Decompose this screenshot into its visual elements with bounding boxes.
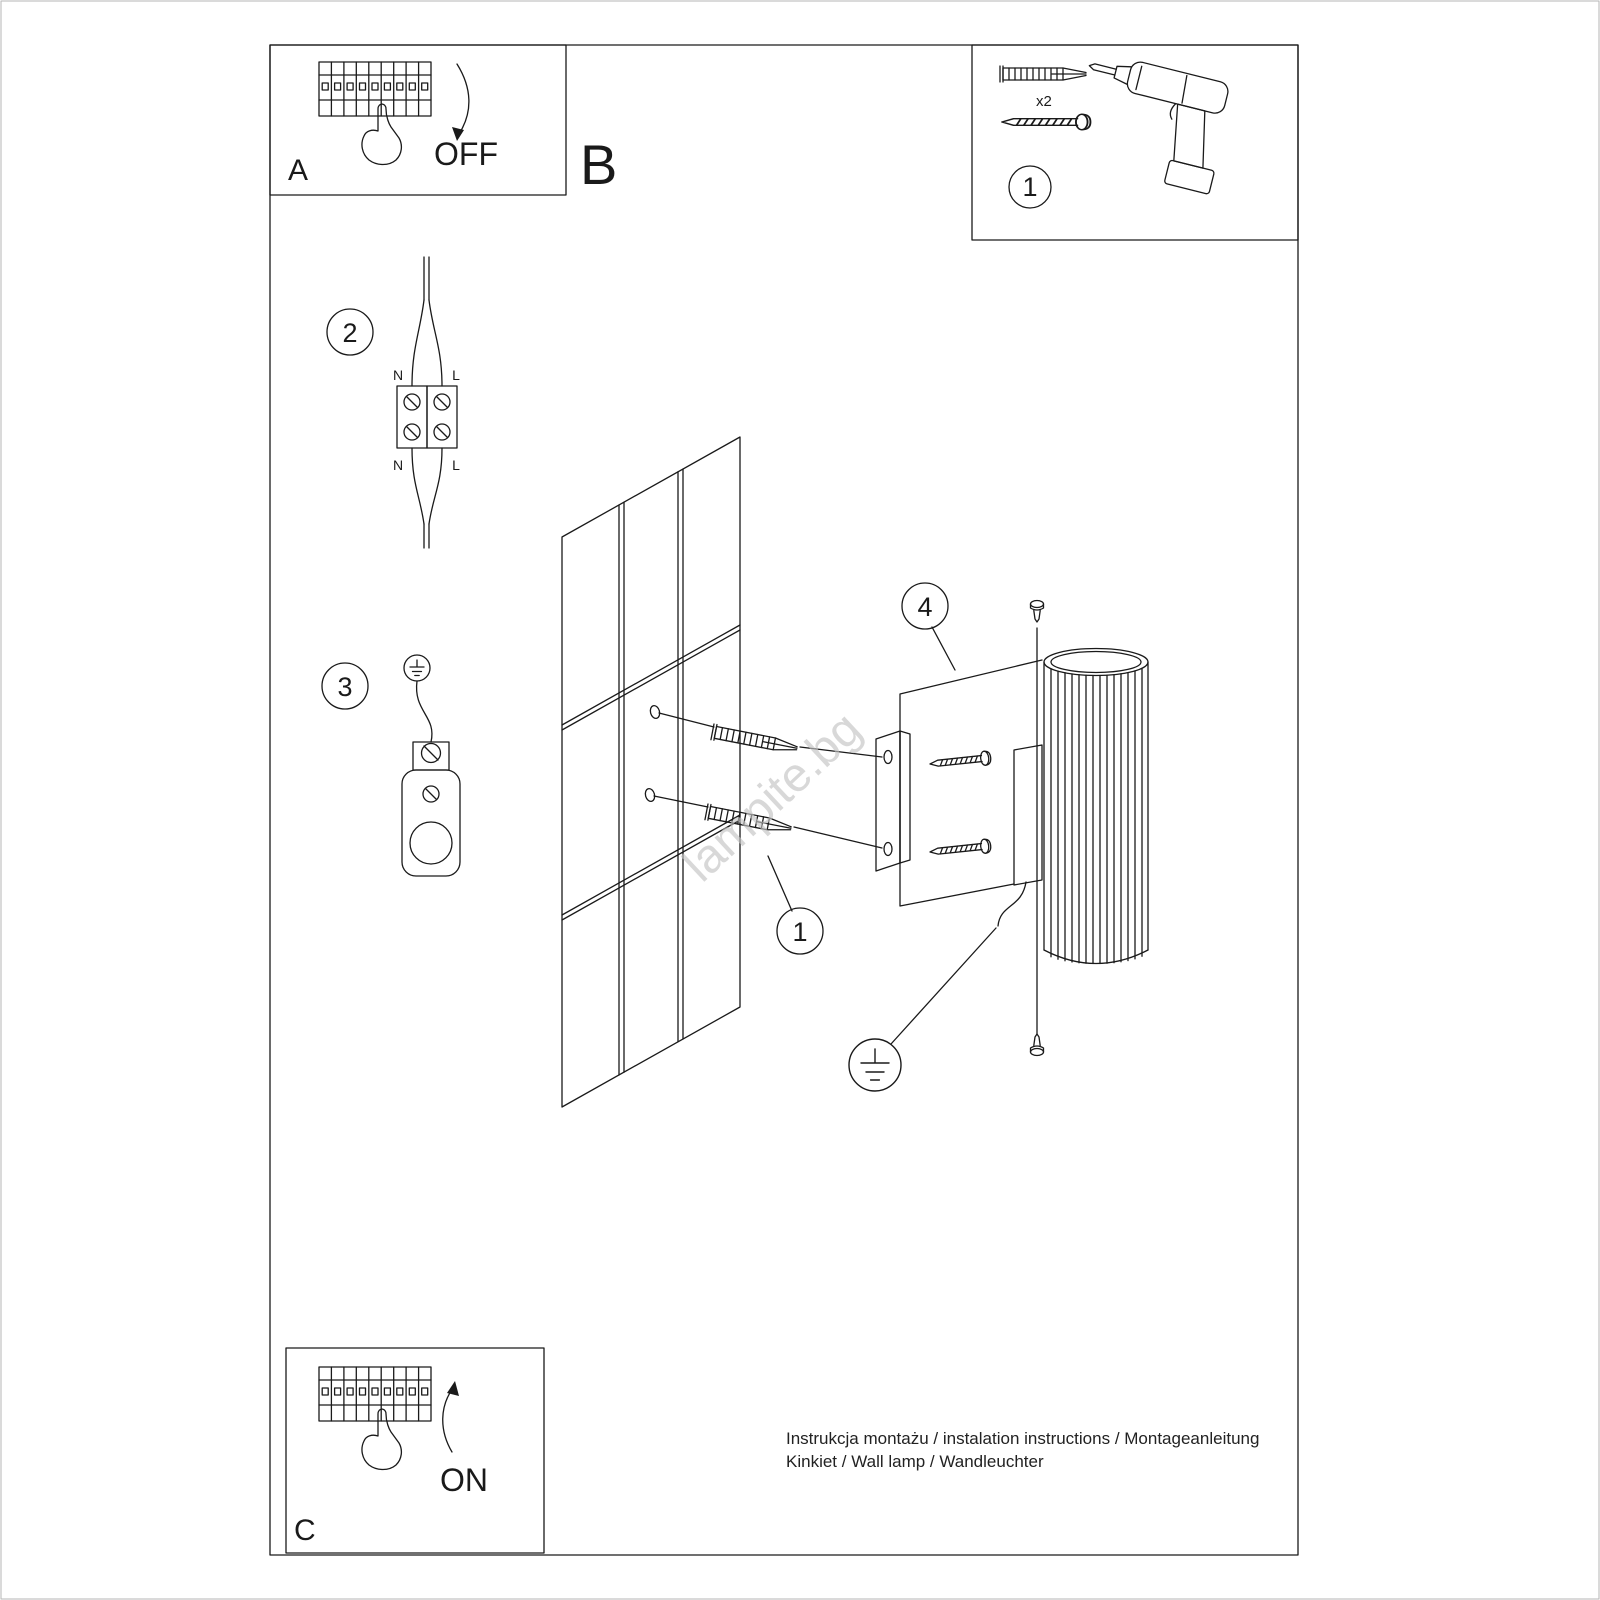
step3-number: 3 <box>337 672 352 702</box>
wire-split-top <box>411 299 443 387</box>
panel-c-state: ON <box>440 1462 488 1498</box>
panel-a: A OFF <box>269 44 567 196</box>
step1-number: 1 <box>792 917 807 947</box>
lamp-screw-top <box>1029 599 1045 623</box>
label-l-bottom: L <box>452 457 460 473</box>
footer-line2: Kinkiet / Wall lamp / Wandleuchter <box>786 1452 1044 1471</box>
ground-symbol-icon <box>403 654 431 682</box>
step4-number: 4 <box>917 592 932 622</box>
panel-c-border <box>285 1347 545 1554</box>
step1-leader <box>767 855 793 912</box>
step4-circle <box>901 582 949 630</box>
wall-anchors: 1 <box>653 712 883 955</box>
breaker-panel-icon-c <box>318 1366 432 1422</box>
wire-split-bottom <box>411 447 443 525</box>
lamp-back-plate <box>1013 744 1043 886</box>
wall-lamp <box>848 599 1149 1092</box>
step2-number: 2 <box>342 318 357 348</box>
breaker-panel-icon <box>318 61 432 117</box>
main-frame <box>269 44 1299 1556</box>
drill-hole-bottom <box>644 787 656 803</box>
lamp-screw-bottom <box>1029 1033 1045 1057</box>
tools-step-circle <box>1008 165 1052 209</box>
cable-bottom <box>423 523 430 549</box>
step4-leader <box>931 626 956 671</box>
lamp-cylinder <box>1043 647 1149 965</box>
label-n-bottom: N <box>393 457 403 473</box>
ground-symbol-large-icon <box>848 1038 902 1092</box>
ground-leader <box>890 927 997 1045</box>
earth-wire <box>415 680 433 743</box>
tools-box: x2 1 <box>971 44 1299 241</box>
label-n-top: N <box>393 367 403 383</box>
tools-quantity: x2 <box>1036 93 1052 110</box>
tools-box-border <box>971 44 1299 241</box>
step2-wiring: 2 N L N L <box>326 256 460 549</box>
panel-a-border <box>269 44 567 196</box>
step3-circle <box>321 662 369 710</box>
arrow-up-icon <box>442 1381 459 1453</box>
mounting-bracket: 4 <box>875 582 1043 907</box>
footer-line1: Instrukcja montażu / instalation instruc… <box>786 1429 1259 1448</box>
label-l-top: L <box>452 367 460 383</box>
canopy-bracket <box>401 769 461 877</box>
mount-screw-top <box>928 750 993 772</box>
arrow-down-icon <box>452 63 470 141</box>
cable-top <box>423 256 430 301</box>
screw-icon <box>1001 113 1092 131</box>
panel-c-label: C <box>294 1514 316 1547</box>
step1-circle <box>776 907 824 955</box>
drill-icon <box>1088 61 1229 195</box>
earth-terminal <box>412 741 450 771</box>
mount-screw-bottom <box>928 838 993 860</box>
section-b-label: B <box>580 133 617 196</box>
wall-plug-icon <box>999 65 1087 83</box>
step2-circle <box>326 308 374 356</box>
watermark: lampite.bg <box>673 702 871 892</box>
footer: Instrukcja montażu / instalation instruc… <box>786 1429 1259 1471</box>
terminal-block <box>396 385 458 449</box>
tools-step-number: 1 <box>1022 172 1037 202</box>
projection-lines <box>899 659 1043 907</box>
panel-c: C ON <box>285 1347 545 1554</box>
drill-hole-top <box>649 704 661 720</box>
wall-tiles <box>561 436 741 1108</box>
panel-a-label: A <box>288 154 308 187</box>
earth-wire-lamp <box>997 881 1027 927</box>
step3-grounding: 3 <box>321 654 461 877</box>
panel-a-state: OFF <box>434 136 498 172</box>
